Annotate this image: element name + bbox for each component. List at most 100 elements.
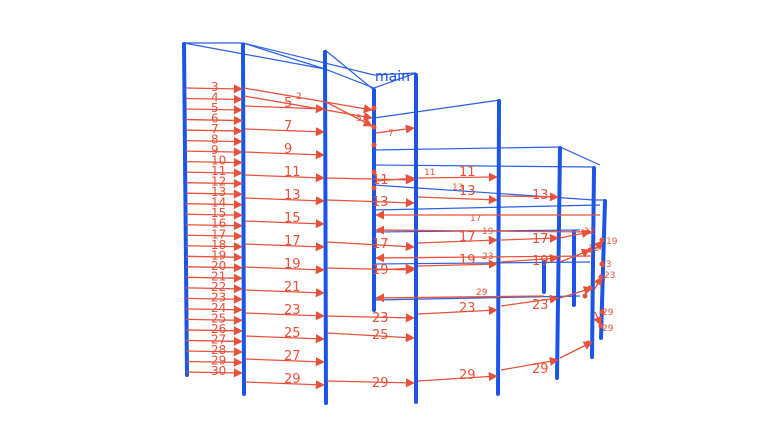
edge-label-b-25: 25 [284, 326, 301, 341]
edge-back-19 [375, 225, 593, 235]
edge-endpoint [371, 185, 377, 191]
edge-a-15 [185, 210, 243, 220]
edge-a-14 [185, 200, 243, 210]
edge-a-21 [185, 273, 243, 283]
edge-main-out-19 [375, 263, 415, 273]
edge-a-18 [185, 242, 243, 252]
edge-main-in-1 [243, 87, 373, 114]
edge-main-out-11 [375, 174, 415, 184]
edge-label-a-10: 10 [211, 154, 226, 168]
node-bar-6 [555, 146, 562, 380]
edge-c-29 [326, 378, 415, 388]
edge-d-23 [417, 305, 498, 315]
edge-label-a-27: 27 [211, 332, 226, 346]
edge-r-4 [593, 240, 604, 251]
node-bar-3 [323, 50, 328, 405]
edge-c-13 [326, 198, 415, 208]
edge-a-24 [185, 305, 243, 315]
edge-label-b-21: 21 [284, 280, 301, 295]
edge-label-c-17: 17 [372, 237, 389, 252]
edge-a-11 [185, 168, 243, 178]
edge-label-a-23: 23 [211, 290, 226, 304]
edge-d-19 [417, 259, 498, 269]
edge-endpoint [599, 309, 605, 315]
small-label-8: 29 [476, 288, 488, 298]
root-label: main [375, 69, 410, 85]
edge-label-a-25: 25 [211, 311, 226, 325]
edge-label-c-23: 23 [372, 311, 389, 326]
small-label-6: 19 [482, 227, 494, 237]
edge-label-c-25: 25 [372, 328, 389, 343]
edge-d-17 [417, 235, 498, 245]
edge-label-a-6: 6 [211, 112, 219, 126]
edge-endpoint [585, 340, 591, 346]
edge-label-a-24: 24 [211, 301, 226, 315]
node-bar-7 [590, 166, 596, 359]
node-bars [182, 42, 607, 405]
edge-endpoint [587, 247, 593, 253]
edge-back-23 [375, 253, 593, 263]
edge-label-a-20: 20 [211, 259, 226, 273]
small-label-1: 5 [356, 114, 362, 124]
edge-b-9 [244, 150, 325, 160]
edge-label-b-29: 29 [284, 372, 301, 387]
edge-e-13 [500, 192, 559, 202]
edge-a-19 [185, 252, 243, 262]
small-label-5: 17 [470, 214, 481, 224]
edge-back-29 [375, 293, 545, 303]
edge-label-a-14: 14 [211, 196, 226, 210]
edge-label-a-18: 18 [211, 238, 226, 252]
edge-main-in-3 [325, 101, 373, 127]
edge-label-a-13: 13 [211, 185, 226, 199]
edge-b-19 [244, 265, 325, 275]
right-label-5: 29 [602, 308, 614, 318]
edge-a-5 [185, 105, 243, 115]
edge-d-29 [417, 371, 498, 382]
edge-label-d-29: 29 [459, 368, 476, 383]
edge-label-d-19: 19 [459, 253, 476, 268]
small-label-2: 7 [388, 129, 394, 139]
edge-endpoint [587, 285, 593, 291]
edge-c-17 [326, 241, 415, 252]
edge-label-a-30: 30 [211, 364, 226, 378]
edge-label-a-17: 17 [211, 227, 226, 241]
edge-r-3 [559, 286, 593, 299]
edge-label-a-11: 11 [211, 164, 226, 178]
edge-label-e-13: 13 [532, 188, 549, 203]
edge-endpoint [585, 229, 591, 235]
edge-endpoint [371, 124, 377, 130]
edge-label-c-11: 11 [372, 173, 389, 188]
edge-endpoint [371, 169, 377, 175]
edge-r-1 [559, 229, 591, 239]
edge-b-25 [244, 334, 325, 344]
edge-label-a-7: 7 [211, 122, 219, 136]
edge-label-b-7: 7 [284, 119, 292, 134]
edge-labels: 3456789101112131415161718192021222324252… [211, 80, 618, 391]
edge-c-23 [326, 313, 415, 323]
edge-label-b-11: 11 [284, 165, 301, 180]
edge-label-a-5: 5 [211, 101, 219, 115]
right-label-1: 19 [606, 237, 618, 247]
edge-a-6 [185, 115, 243, 125]
edge-label-e-29: 29 [532, 362, 549, 377]
edge-main-out-7 [375, 124, 415, 134]
edge-label-a-22: 22 [211, 280, 226, 294]
edge-a-22 [185, 284, 243, 294]
edge-endpoint [599, 261, 605, 267]
edge-a-8 [185, 136, 243, 146]
edge-label-b-5: 5 [284, 96, 292, 111]
edge-endpoint [582, 293, 588, 299]
edge-label-d-17: 17 [459, 230, 476, 245]
edge-label-c-13: 13 [372, 195, 389, 210]
edge-a-4 [185, 94, 243, 104]
edge-r-2 [559, 248, 591, 263]
node-bar-5 [496, 99, 501, 396]
small-label-3: 11 [424, 168, 435, 178]
edge-label-b-9: 9 [284, 142, 292, 157]
edge-d-13 [417, 195, 498, 205]
edge-label-a-21: 21 [211, 269, 226, 283]
edge-b-17 [244, 242, 325, 252]
right-label-6: 29 [602, 324, 614, 334]
edge-e-23 [500, 294, 559, 307]
